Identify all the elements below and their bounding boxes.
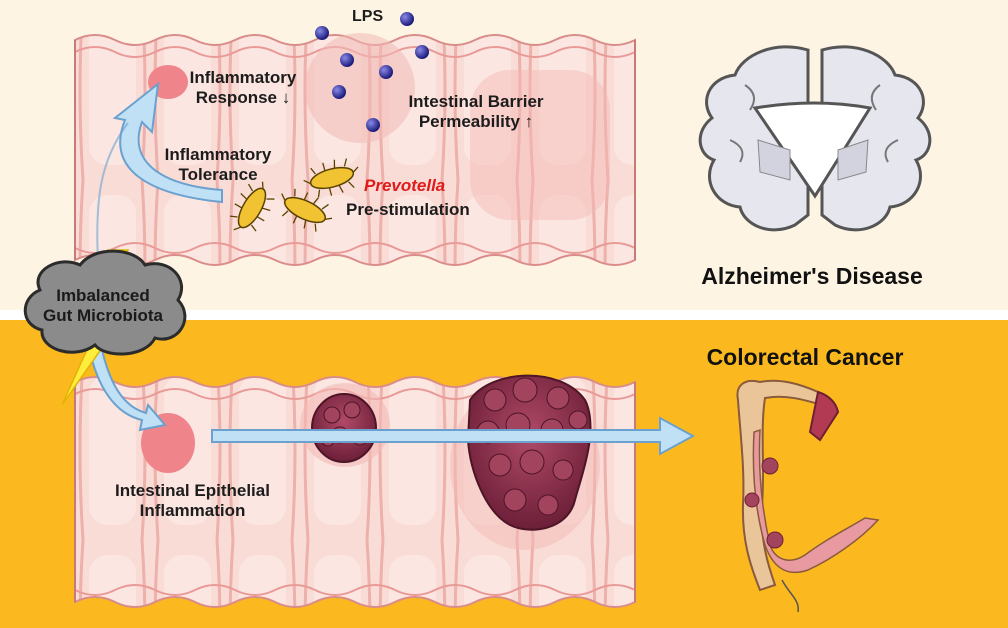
lps-dot [340,53,354,67]
lps-dot [366,118,380,132]
epithelial-inflammation-label: Intestinal Epithelial Inflammation [100,481,285,522]
lps-dot [400,12,414,26]
colon-illustration [736,379,880,613]
prevotella-rod [229,181,275,232]
panel-divider [0,310,1008,320]
cloud-line2: Gut Microbiota [43,306,163,326]
barrier-line2: Permeability ↑ [418,112,534,132]
progression-arrow [211,416,696,456]
colorectal-cancer-label: Colorectal Cancer [706,344,904,370]
inflammation-line2: Inflammation [139,501,246,521]
barrier-permeability-label: Intestinal Barrier Permeability ↑ [396,92,556,133]
lps-dot [379,65,393,79]
prevotella-label: Prevotella [364,176,446,195]
inflammatory-response-line2: Response ↓ [195,88,291,108]
prevotella-bacteria [229,158,359,232]
tolerance-arrow [112,81,223,204]
inflammatory-tolerance-label: Inflammatory Tolerance [158,145,278,186]
lps-dot [315,26,329,40]
prevotella-rod [303,158,359,198]
inflammatory-response-line1: Inflammatory [189,68,297,87]
top-intestine-section [74,33,636,266]
cloud-label: Imbalanced Gut Microbiota [28,286,178,327]
lps-label: LPS [352,8,384,25]
lps-particles [315,12,429,132]
prevotella-rod [281,188,333,232]
lps-dot [415,45,429,59]
inflammatory-response-label: Inflammatory Response ↓ [188,68,298,109]
inflammation-arrow [88,348,167,432]
gut-microbiota-cloud [23,249,187,356]
barrier-line1: Intestinal Barrier [408,92,544,111]
permeability-zone [305,33,415,143]
lps-dot [332,85,346,99]
tolerance-line1: Inflammatory [164,145,272,164]
inflammation-line1: Intestinal Epithelial [115,481,270,500]
prestimulation-label: Pre-stimulation [346,200,470,219]
cloud-line1: Imbalanced [56,286,150,305]
barrier-zone [470,70,610,220]
small-tumor [311,393,377,463]
brain-illustration [698,45,932,232]
tolerance-line2: Tolerance [178,165,258,185]
large-tumor [466,374,592,531]
alzheimers-disease-label: Alzheimer's Disease [701,263,923,289]
